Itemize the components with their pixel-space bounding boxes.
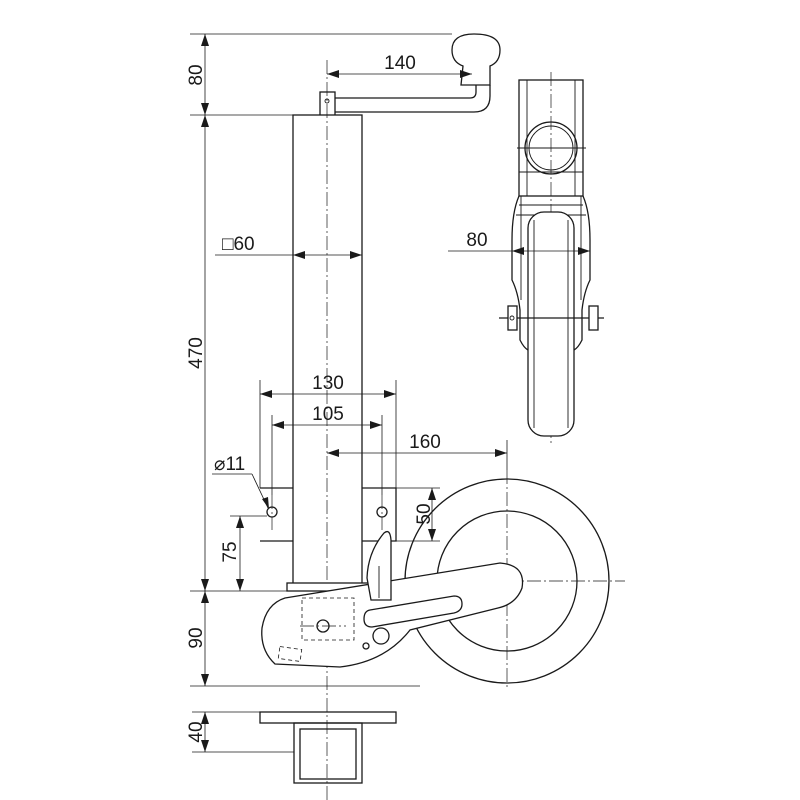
swing-arm [261, 562, 524, 668]
tube-dimension [215, 251, 362, 259]
vertical-dimension-chain [190, 33, 452, 687]
wheel-offset-dimension [327, 440, 508, 470]
clamp-dimension [396, 487, 440, 542]
dim-tube-60: □60 [222, 234, 255, 255]
dim-40: 40 [186, 721, 207, 742]
crank-dimension [327, 70, 472, 78]
crank-handle [319, 33, 501, 117]
side-view [448, 72, 604, 445]
hole-height-dimension [230, 515, 267, 591]
dim-160: 160 [409, 432, 441, 453]
dim-80-top: 80 [186, 64, 207, 85]
foot-plate-dimension [192, 711, 294, 753]
bracket-dimensions [259, 380, 397, 495]
hole-leader [212, 473, 269, 509]
dim-140: 140 [384, 53, 416, 74]
foot-plate [259, 711, 397, 784]
dim-hole-11: ⌀11 [214, 454, 245, 475]
dim-75: 75 [220, 541, 241, 562]
clamp-lever [366, 530, 392, 601]
dim-90: 90 [186, 627, 207, 648]
dim-105: 105 [312, 404, 344, 425]
dim-side-80: 80 [466, 230, 487, 251]
dim-470: 470 [186, 337, 207, 369]
dim-50: 50 [414, 503, 435, 524]
square-tube [292, 60, 363, 800]
dim-130: 130 [312, 373, 344, 394]
